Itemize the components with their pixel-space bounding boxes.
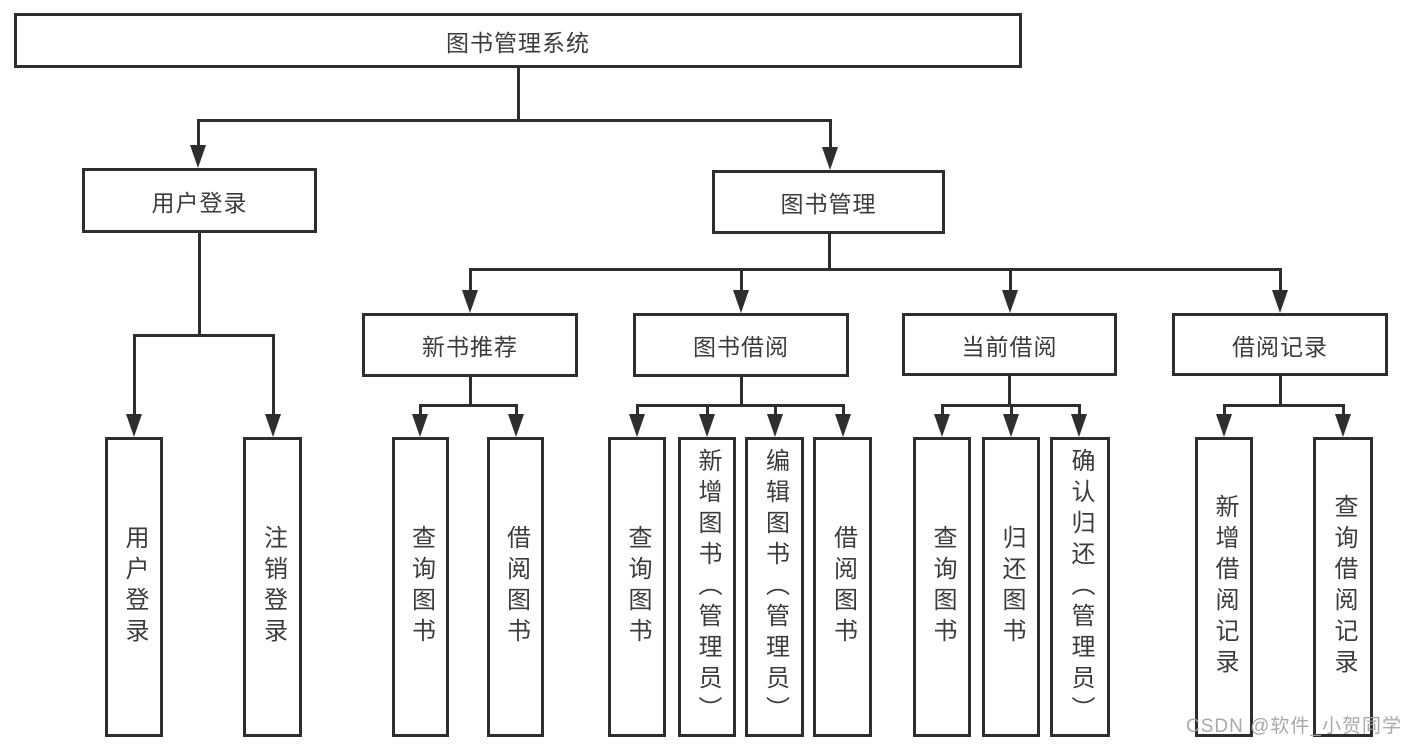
- connector-line: [1009, 268, 1012, 292]
- connector-arrowhead: [767, 414, 783, 437]
- connector-line: [133, 334, 136, 416]
- connector-arrowhead: [1335, 414, 1351, 437]
- connector-arrowhead: [462, 290, 478, 313]
- connector-line: [198, 233, 201, 336]
- connector-arrowhead: [190, 145, 206, 168]
- leaf-cb-query-books: 查询图书: [913, 437, 971, 737]
- connector-line: [197, 119, 200, 147]
- leaf-bb-query-books: 查询图书: [608, 437, 666, 737]
- connector-line: [636, 404, 844, 407]
- connector-arrowhead: [822, 147, 838, 170]
- connector-arrowhead: [1272, 290, 1288, 313]
- node-root: 图书管理系统: [14, 13, 1022, 68]
- connector-line: [774, 404, 777, 416]
- connector-line: [740, 377, 743, 406]
- connector-line: [740, 268, 743, 292]
- connector-line: [842, 404, 845, 416]
- node-new-book-recommendation: 新书推荐: [362, 313, 578, 377]
- connector-arrowhead: [412, 414, 428, 437]
- connector-line: [1078, 404, 1081, 416]
- leaf-nb-borrow-books: 借阅图书: [487, 437, 544, 737]
- connector-line: [828, 234, 831, 271]
- node-book-borrowing: 图书借阅: [633, 313, 849, 377]
- connector-arrowhead: [835, 414, 851, 437]
- connector-line: [419, 404, 517, 407]
- leaf-cb-confirm-return-admin: 确认归还（管理员）: [1050, 437, 1110, 737]
- connector-line: [706, 404, 709, 416]
- connector-line: [469, 268, 1281, 271]
- connector-arrowhead: [1071, 414, 1087, 437]
- connector-line: [517, 68, 520, 121]
- connector-arrowhead: [508, 414, 524, 437]
- node-current-borrowing: 当前借阅: [902, 313, 1117, 376]
- leaf-br-add-borrow-record: 新增借阅记录: [1195, 437, 1253, 737]
- connector-line: [469, 268, 472, 292]
- node-user-login: 用户登录: [82, 168, 317, 233]
- connector-line: [419, 404, 422, 416]
- watermark: CSDN @软件_小贺同学: [1186, 716, 1402, 737]
- connector-line: [469, 377, 472, 406]
- connector-arrowhead: [1216, 414, 1232, 437]
- connector-line: [636, 404, 639, 416]
- leaf-logout: 注销登录: [243, 437, 302, 737]
- node-borrowing-records: 借阅记录: [1172, 313, 1388, 376]
- connector-line: [515, 404, 518, 416]
- connector-line: [1279, 268, 1282, 292]
- connector-line: [1342, 404, 1345, 416]
- connector-line: [829, 119, 832, 149]
- leaf-br-query-borrow-record: 查询借阅记录: [1313, 437, 1373, 737]
- connector-arrowhead: [934, 414, 950, 437]
- connector-line: [272, 334, 275, 416]
- connector-line: [1008, 376, 1011, 406]
- leaf-cb-return-books: 归还图书: [982, 437, 1040, 737]
- connector-line: [941, 404, 944, 416]
- leaf-bb-edit-books-admin: 编辑图书（管理员）: [745, 437, 804, 737]
- connector-line: [1010, 404, 1013, 416]
- connector-arrowhead: [699, 414, 715, 437]
- node-book-management: 图书管理: [712, 170, 945, 234]
- connector-arrowhead: [126, 414, 142, 437]
- connector-arrowhead: [1002, 290, 1018, 313]
- connector-line: [1223, 404, 1344, 407]
- connector-arrowhead: [733, 290, 749, 313]
- leaf-user-login: 用户登录: [105, 437, 163, 737]
- leaf-bb-add-books-admin: 新增图书（管理员）: [678, 437, 736, 737]
- connector-arrowhead: [1003, 414, 1019, 437]
- leaf-bb-borrow-books: 借阅图书: [813, 437, 872, 737]
- connector-arrowhead: [629, 414, 645, 437]
- connector-arrowhead: [265, 414, 281, 437]
- connector-line: [1279, 376, 1282, 406]
- leaf-nb-query-books: 查询图书: [392, 437, 449, 737]
- connector-line: [197, 119, 831, 122]
- connector-line: [1223, 404, 1226, 416]
- connector-line: [133, 334, 274, 337]
